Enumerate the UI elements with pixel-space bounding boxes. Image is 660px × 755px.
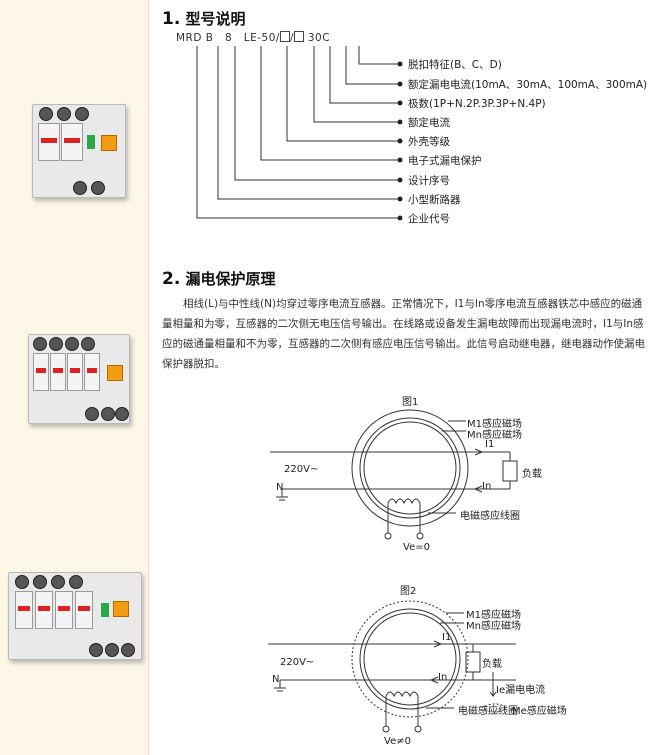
figure-1-coil-label: 电磁感应线圈 [460,511,520,522]
section-2-number: 2. [162,269,181,289]
figure-1-in-label: In [482,481,492,492]
model-label-company-code: 企业代号 [408,213,450,225]
figure-2-coil-label: 电磁感应线圈 [458,706,518,717]
model-label-design-serial: 设计序号 [408,175,450,187]
product-image-4p-wide [8,572,142,660]
product-image-2p [32,104,126,198]
section-1-title: 型号说明 [185,10,246,28]
model-label-poles: 极数(1P+N.2P.3P.3P+N.4P) [408,98,546,110]
code-part-b: B [205,32,214,44]
section-1-number: 1. [162,9,181,29]
model-label-rated-current: 额定电流 [408,117,450,129]
figure-2-load-label: 负载 [482,659,502,670]
model-label-enclosure-class: 外壳等级 [408,136,450,148]
figure-2-me-field-label: Me感应磁场 [512,706,567,717]
model-label-trip-characteristic: 脱扣特征(B、C、D) [408,59,502,71]
figure-1-mn-field-label: Mn感应磁场 [467,430,522,441]
code-part-mrd: MRD [176,32,202,44]
figure-2-neutral-label: N [272,674,280,685]
figure-2-m1-field-label: M1感应磁场 [466,610,521,621]
figure-2-voltage-label: 220V~ [280,657,315,668]
section-1-heading: 1. 型号说明 [162,8,246,29]
model-code-connector-diagram [196,46,403,221]
model-label-mcb: 小型断路器 [408,194,461,206]
figure-1-title: 图1 [402,397,419,408]
code-part-slash-2: / [289,32,294,44]
code-part-50: 50 [261,32,276,44]
code-part-le: LE [243,32,258,44]
figure-2-diagram [268,600,516,733]
model-label-electronic-rcd: 电子式漏电保护 [408,155,482,167]
principle-paragraph: 相线(L)与中性线(N)均穿过零序电流互感器。正常情况下，I1与In零序电流互感… [162,298,645,370]
product-image-panel [0,0,149,755]
figure-1-voltage-label: 220V~ [284,464,319,475]
figure-2-mn-field-label: Mn感应磁场 [466,621,521,632]
code-part-30: 30 [307,32,323,44]
code-part-dash: - [257,32,262,44]
code-part-c: C [322,32,331,44]
figure-2-title: 图2 [400,586,417,597]
figure-2-ve-label: Ve≠0 [384,736,411,747]
figure-1-load-label: 负载 [522,469,542,480]
figure-2-in-label: In [438,672,448,683]
figure-1-m1-field-label: M1感应磁场 [467,419,522,430]
figure-2-i1-label: I1 [442,632,452,643]
section-2-heading: 2. 漏电保护原理 [162,268,276,289]
model-label-rated-leakage-current: 额定漏电电流(10mA、30mA、100mA、300mA) [408,79,648,91]
figure-1-diagram [270,409,518,540]
figure-2-leak-current-label: Ie漏电电流 [496,685,546,696]
model-code: MRD B 8 LE-50// 30C [176,31,330,44]
figure-1-ve-label: Ve=0 [403,542,430,553]
code-placeholder-box-1 [279,31,290,42]
figure-1-neutral-label: N [276,482,284,493]
code-part-8: 8 [225,32,233,44]
product-image-4p [28,334,130,424]
figure-1-i1-label: I1 [485,439,495,450]
code-part-slash-1: / [275,32,280,44]
section-2-title: 漏电保护原理 [185,270,276,288]
